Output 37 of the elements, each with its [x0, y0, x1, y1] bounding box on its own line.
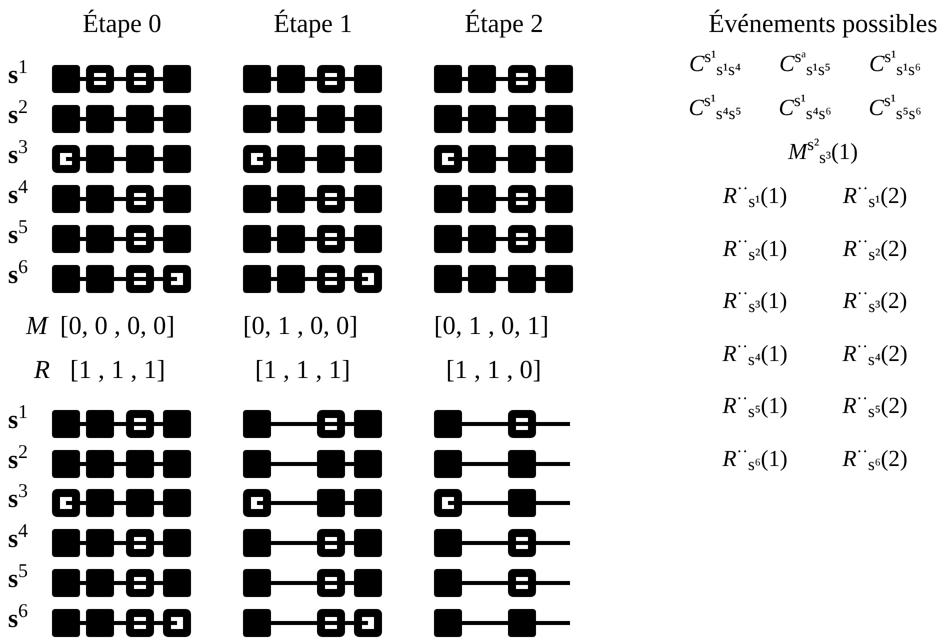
row-label: s$^{5}$: [8, 220, 28, 249]
vector-value: [1 , 1 , 1]: [255, 355, 350, 384]
event-formula: R$^{··}$$_{s⁶}$(1): [722, 446, 788, 470]
event-formula: R$^{··}$$_{s⁶}$(2): [842, 446, 908, 470]
vector-label: R: [34, 355, 50, 384]
row-label: s$^{3}$: [8, 140, 28, 169]
row-label: s$^{4}$: [8, 524, 28, 553]
event-formula: R$^{··}$$_{s³}$(2): [842, 288, 908, 313]
vector-value: [1 , 1 , 1]: [70, 355, 166, 384]
row-label: s$^{1}$: [8, 60, 28, 89]
event-formula: R$^{··}$$_{s²}$(2): [842, 236, 908, 260]
row-label: s$^{6}$: [8, 260, 28, 289]
row-label: s$^{3}$: [8, 484, 28, 513]
vector-label: M: [26, 311, 48, 340]
event-formula: R$^{··}$$_{s⁴}$(1): [722, 340, 788, 366]
event-formula: R$^{··}$$_{s¹}$(2): [842, 183, 908, 208]
event-formula: R$^{··}$$_{s⁴}$(2): [842, 340, 908, 366]
event-formula: R$^{··}$$_{s¹}$(1): [722, 183, 788, 208]
vector-value: [0, 1 , 0, 0]: [243, 311, 358, 340]
row-label: s$^{6}$: [8, 604, 28, 633]
event-formula: M$^{s²}$$_{s³}$(1): [788, 139, 858, 164]
vector-value: [0, 0 , 0, 0]: [60, 311, 175, 340]
event-formula: R$^{··}$$_{s⁵}$(1): [722, 393, 788, 418]
row-label: s$^{2}$: [8, 445, 28, 474]
row-label: s$^{4}$: [8, 180, 28, 209]
row-label: s$^{1}$: [8, 405, 28, 434]
vector-value: [1 , 1 , 0]: [446, 355, 542, 384]
column-heading: Événements possibles: [708, 9, 938, 38]
event-formula: R$^{··}$$_{s²}$(1): [722, 236, 788, 260]
column-heading: Étape 1: [274, 9, 352, 38]
row-label: s$^{2}$: [8, 100, 28, 129]
row-label: s$^{5}$: [8, 564, 28, 593]
vector-value: [0, 1 , 0, 1]: [434, 311, 549, 340]
column-heading: Étape 2: [464, 9, 544, 38]
event-formula: R$^{··}$$_{s³}$(1): [722, 288, 788, 313]
event-formula: R$^{··}$$_{s⁵}$(2): [842, 393, 908, 418]
column-heading: Étape 0: [82, 9, 162, 38]
